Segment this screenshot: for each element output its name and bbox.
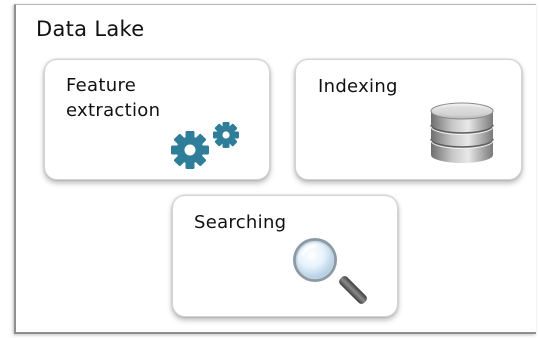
feature-extraction-card: Feature extraction — [44, 59, 270, 180]
searching-label: Searching — [194, 212, 287, 233]
feature-extraction-label-line2: extraction — [66, 100, 161, 121]
searching-card: Searching — [172, 195, 398, 317]
data-lake-title: Data Lake — [36, 17, 145, 41]
feature-extraction-label: Feature extraction — [66, 73, 160, 123]
magnifier-icon — [293, 238, 367, 304]
feature-extraction-label-line1: Feature — [66, 75, 137, 96]
indexing-label: Indexing — [318, 76, 398, 97]
database-icon — [430, 102, 494, 163]
data-lake-container: Data Lake Feature extraction — [14, 4, 536, 334]
indexing-card: Indexing — [295, 59, 522, 180]
gears-icon — [171, 122, 239, 169]
